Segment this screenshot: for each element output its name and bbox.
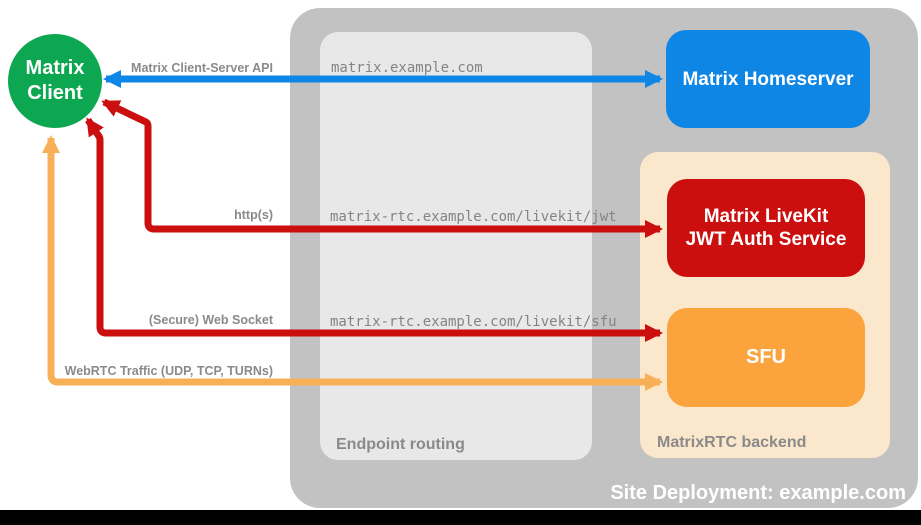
endpoint-matrix: matrix.example.com bbox=[331, 60, 483, 76]
sfu-node: SFU bbox=[667, 308, 865, 407]
https-arrow-label: http(s) bbox=[234, 208, 273, 222]
matrix-client-label-line2: Client bbox=[27, 82, 83, 104]
websocket-arrow-label: (Secure) Web Socket bbox=[148, 313, 273, 327]
sfu-label: SFU bbox=[746, 346, 786, 368]
matrix-homeserver-label: Matrix Homeserver bbox=[682, 68, 854, 90]
webrtc-traffic-arrow-label: WebRTC Traffic (UDP, TCP, TURNs) bbox=[64, 364, 273, 378]
matrix-homeserver-node: Matrix Homeserver bbox=[666, 30, 870, 128]
matrix-client-label-line1: Matrix bbox=[25, 57, 85, 79]
client-server-api-arrow-label: Matrix Client-Server API bbox=[131, 61, 273, 75]
endpoint-livekit-sfu: matrix-rtc.example.com/livekit/sfu bbox=[330, 314, 617, 330]
endpoint-routing-panel bbox=[320, 32, 592, 460]
matrix-client-node: Matrix Client bbox=[8, 34, 102, 128]
endpoint-routing-title: Endpoint routing bbox=[336, 436, 465, 453]
jwt-auth-service-label-line2: JWT Auth Service bbox=[685, 229, 847, 250]
jwt-auth-service-node: Matrix LiveKit JWT Auth Service bbox=[667, 179, 865, 277]
matrixrtc-backend-title: MatrixRTC backend bbox=[657, 434, 807, 451]
bottom-bar bbox=[0, 510, 921, 525]
jwt-auth-service-label-line1: Matrix LiveKit bbox=[703, 206, 829, 227]
endpoint-livekit-jwt: matrix-rtc.example.com/livekit/jwt bbox=[330, 209, 617, 225]
site-deployment-caption: Site Deployment: example.com bbox=[610, 482, 906, 504]
